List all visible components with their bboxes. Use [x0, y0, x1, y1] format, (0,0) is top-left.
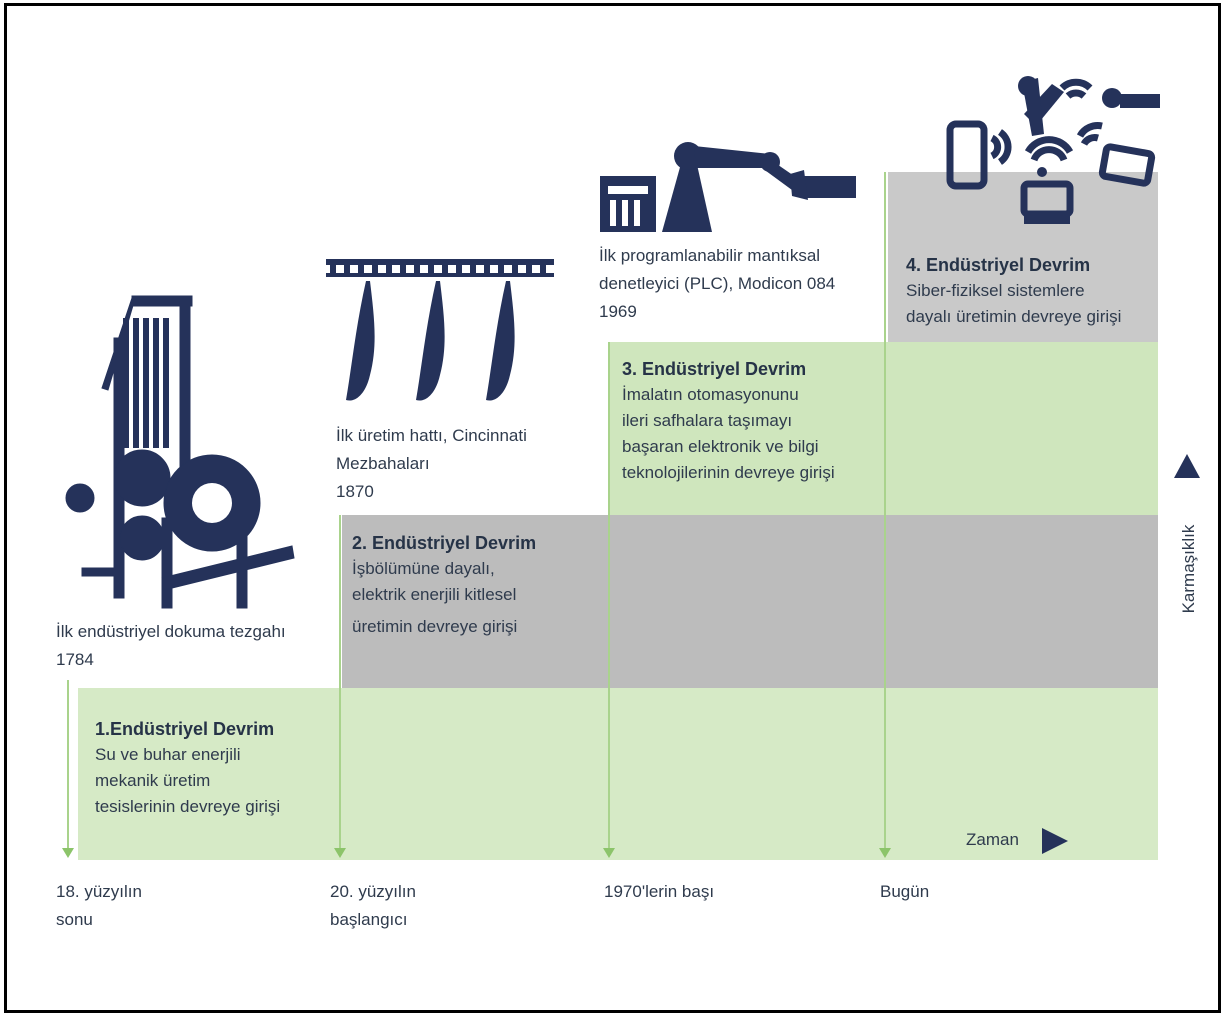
- milestone-3-caption: İlk programlanabilir mantıksal denetleyi…: [599, 242, 835, 326]
- stage-2-line: elektrik enerjili kitlesel: [352, 585, 517, 604]
- time-label-line: başlangıcı: [330, 910, 408, 929]
- stage-4-text: 4. Endüstriyel Devrim Siber-fiziksel sis…: [906, 252, 1121, 330]
- robot-arm-icon: [600, 142, 856, 232]
- milestone-2-line: Mezbahaları: [336, 454, 430, 473]
- timeline-arrow-1: [62, 848, 74, 858]
- time-label-line: 1970'lerin başı: [604, 882, 715, 901]
- timeline-line-3: [608, 342, 610, 850]
- milestone-2-line: İlk üretim hattı, Cincinnati: [336, 426, 527, 445]
- timeline-line-4: [884, 172, 886, 850]
- stage-2-text: 2. Endüstriyel Devrim İşbölümüne dayalı,…: [352, 530, 536, 640]
- time-label-line: Bugün: [880, 882, 930, 901]
- time-label-4: Bugün: [880, 878, 929, 906]
- time-label-3: 1970'lerin başı: [604, 878, 714, 906]
- milestone-1-year: 1784: [56, 650, 94, 669]
- time-label-line: 18. yüzyılın: [56, 882, 142, 901]
- timeline-line-2: [339, 515, 341, 850]
- complexity-arrow-icon: [1174, 454, 1200, 478]
- stage-2-line: üretimin devreye girişi: [352, 617, 518, 636]
- milestone-2-caption: İlk üretim hattı, Cincinnati Mezbahaları…: [336, 422, 527, 506]
- stage-3-line: teknolojilerinin devreye girişi: [622, 463, 835, 482]
- stage-2-band: [342, 515, 1158, 688]
- stage-3-line: İmalatın otomasyonunu: [622, 385, 799, 404]
- stage-1-line: mekanik üretim: [95, 771, 211, 790]
- cyber-physical-icon: [946, 76, 1160, 224]
- milestone-3-line: denetleyici (PLC), Modicon 084: [599, 274, 836, 293]
- stage-1-text: 1.Endüstriyel Devrim Su ve buhar enerjil…: [95, 716, 280, 820]
- complexity-axis-label: Karmaşıklık: [1179, 524, 1198, 614]
- time-label-2: 20. yüzyılın başlangıcı: [330, 878, 416, 934]
- timeline-arrow-4: [879, 848, 891, 858]
- stage-1-title: 1.Endüstriyel Devrim: [95, 719, 275, 739]
- milestone-3-line: İlk programlanabilir mantıksal: [599, 246, 821, 265]
- timeline-arrow-3: [603, 848, 615, 858]
- milestone-2-year: 1870: [336, 482, 374, 501]
- time-label-line: sonu: [56, 910, 93, 929]
- stage-1-line: Su ve buhar enerjili: [95, 745, 241, 764]
- timeline-arrow-2: [334, 848, 346, 858]
- time-label-line: 20. yüzyılın: [330, 882, 416, 901]
- conveyor-icon: [326, 259, 554, 401]
- loom-icon: [65, 295, 295, 609]
- frame: [4, 3, 1221, 1013]
- stage-2-line: İşbölümüne dayalı,: [352, 559, 495, 578]
- stage-3-text: 3. Endüstriyel Devrim İmalatın otomasyon…: [622, 356, 835, 486]
- stage-4-line: dayalı üretimin devreye girişi: [906, 307, 1122, 326]
- stage-1-band: [78, 688, 1158, 860]
- time-axis-label: Zaman: [966, 830, 1019, 849]
- milestone-1-line: İlk endüstriyel dokuma tezgahı: [56, 622, 286, 641]
- time-label-1: 18. yüzyılın sonu: [56, 878, 142, 934]
- stage-3-line: ileri safhalara taşımayı: [622, 411, 793, 430]
- stage-2-title: 2. Endüstriyel Devrim: [352, 533, 537, 553]
- stage-3-line: başaran elektronik ve bilgi: [622, 437, 819, 456]
- milestone-1-caption: İlk endüstriyel dokuma tezgahı 1784: [56, 618, 286, 674]
- timeline-line-1: [67, 680, 69, 850]
- stage-4-line: Siber-fiziksel sistemlere: [906, 281, 1085, 300]
- stage-1-line: tesislerinin devreye girişi: [95, 797, 281, 816]
- time-arrow-icon: [1042, 828, 1068, 854]
- stage-3-title: 3. Endüstriyel Devrim: [622, 359, 807, 379]
- stage-4-title: 4. Endüstriyel Devrim: [906, 255, 1091, 275]
- milestone-3-year: 1969: [599, 302, 637, 321]
